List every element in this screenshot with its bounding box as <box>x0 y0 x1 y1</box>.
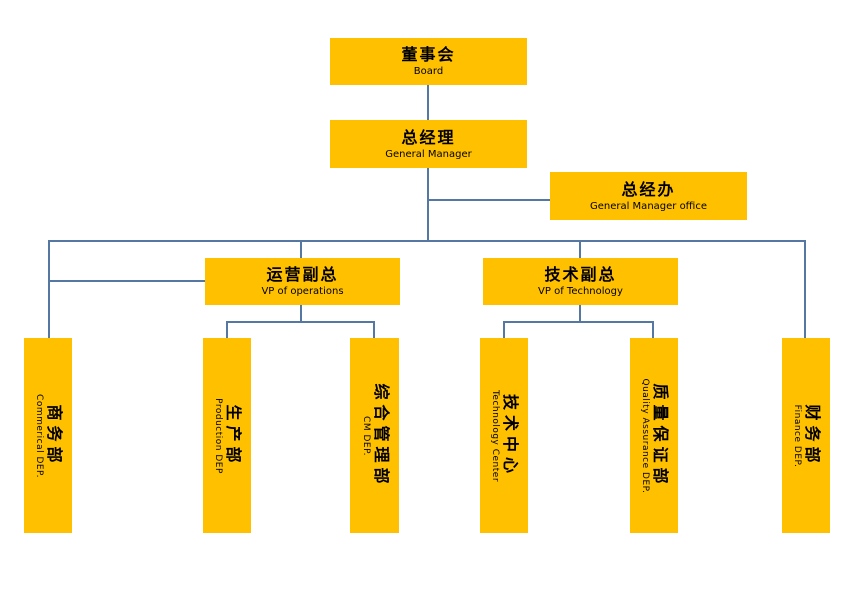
node-technology-center-label: 技术中心 Technology Center <box>488 389 520 481</box>
node-gm-office-title-zh: 总经办 <box>621 179 676 199</box>
node-cm-dep: 综合管理部 CM DEP. <box>350 338 399 533</box>
connector-side-to-vp-operations <box>48 280 205 282</box>
connector-main-bus <box>48 240 806 242</box>
node-technology-center-subtitle-en: Technology Center <box>489 389 500 482</box>
node-commercial-dep-title-zh: 商务部 <box>44 403 64 468</box>
connector-gm-to-gm-office <box>427 199 550 201</box>
node-vp-technology-title-zh: 技术副总 <box>544 265 617 284</box>
node-board: 董事会 Board <box>330 38 527 85</box>
node-general-manager-subtitle-en: General Manager <box>385 148 472 160</box>
node-quality-assurance-dep-title-zh: 质量保证部 <box>650 382 670 488</box>
connector-vp-operations-drop <box>300 305 302 323</box>
node-commercial-dep-subtitle-en: Commerical DEP. <box>33 393 44 478</box>
connector-bus-to-commercial <box>48 240 50 338</box>
connector-operations-sub-bus <box>226 321 375 323</box>
node-production-dep-subtitle-en: Production DEP <box>212 397 223 474</box>
connector-technology-sub-bus <box>503 321 654 323</box>
node-finance-dep-label: 财务部 Finance DEP. <box>790 404 822 467</box>
node-vp-operations-subtitle-en: VP of operations <box>261 286 344 297</box>
connector-sub-to-production <box>226 321 228 338</box>
node-vp-technology: 技术副总 VP of Technology <box>483 258 678 305</box>
connector-sub-to-cm <box>373 321 375 338</box>
node-quality-assurance-dep-subtitle-en: Quality Assurance DEP. <box>639 377 650 494</box>
node-finance-dep-title-zh: 财务部 <box>802 403 822 468</box>
connector-gm-to-main-bus <box>427 167 429 242</box>
node-general-manager-title-zh: 总经理 <box>401 127 456 147</box>
node-vp-technology-subtitle-en: VP of Technology <box>538 286 623 297</box>
node-general-manager: 总经理 General Manager <box>330 120 527 168</box>
node-cm-dep-title-zh: 综合管理部 <box>371 382 391 489</box>
node-gm-office: 总经办 General Manager office <box>550 172 747 220</box>
node-production-dep: 生产部 Production DEP <box>203 338 251 533</box>
node-finance-dep: 财务部 Finance DEP. <box>782 338 830 533</box>
connector-bus-to-vp-technology <box>579 240 581 258</box>
node-cm-dep-subtitle-en: CM DEP. <box>360 415 371 456</box>
connector-bus-to-vp-operations <box>300 240 302 258</box>
node-commercial-dep: 商务部 Commerical DEP. <box>24 338 72 533</box>
node-quality-assurance-dep-label: 质量保证部 Quality Assurance DEP. <box>638 378 670 493</box>
node-vp-operations: 运营副总 VP of operations <box>205 258 400 305</box>
connector-vp-technology-drop <box>579 305 581 323</box>
node-board-subtitle-en: Board <box>413 66 444 77</box>
node-board-title-zh: 董事会 <box>401 45 456 64</box>
node-gm-office-subtitle-en: General Manager office <box>589 200 708 212</box>
node-vp-operations-title-zh: 运营副总 <box>266 265 339 284</box>
connector-sub-to-qa <box>652 321 654 338</box>
node-commercial-dep-label: 商务部 Commerical DEP. <box>32 394 64 478</box>
connector-sub-to-tech-center <box>503 321 505 338</box>
node-technology-center: 技术中心 Technology Center <box>480 338 528 533</box>
node-production-dep-title-zh: 生产部 <box>223 403 243 468</box>
node-technology-center-title-zh: 技术中心 <box>500 393 520 478</box>
node-quality-assurance-dep: 质量保证部 Quality Assurance DEP. <box>630 338 678 533</box>
node-finance-dep-subtitle-en: Finance DEP. <box>791 404 802 467</box>
connector-board-to-gm <box>427 85 429 120</box>
node-production-dep-label: 生产部 Production DEP <box>211 398 243 474</box>
node-cm-dep-label: 综合管理部 CM DEP. <box>359 382 391 489</box>
connector-bus-to-finance <box>804 240 806 338</box>
